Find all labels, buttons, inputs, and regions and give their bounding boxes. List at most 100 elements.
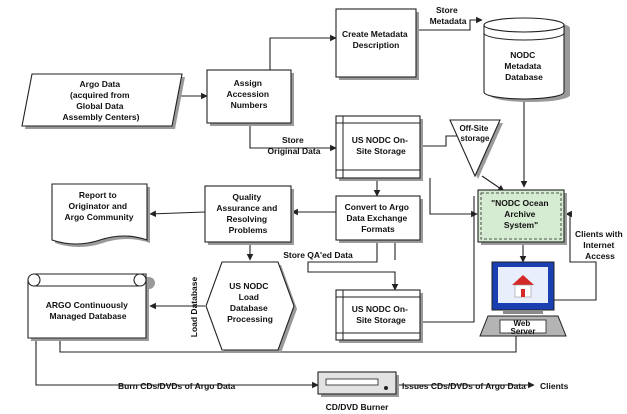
edge-qa-to-report <box>149 210 206 218</box>
convert-line-3: Formats <box>361 224 395 234</box>
svg-text:ARGO Continuously Manage: ARGO Continuously Managed Database <box>46 300 131 321</box>
load-line-2: Load <box>239 292 259 302</box>
create-meta-line-2: Description <box>353 40 400 50</box>
edge-assign-to-onsite1 <box>249 123 337 152</box>
node-ocean-archive-system: "NODC Ocean Archive System" <box>477 189 567 245</box>
svg-text:NODC Metadata Data: NODC Metadata Database <box>504 50 543 82</box>
edge-create-meta-to-db <box>416 16 483 31</box>
assign-line-3: Numbers <box>231 100 268 110</box>
nodc-meta-line-1: NODC <box>510 50 535 60</box>
svg-text:US NODC Load Datab: US NODC Load Database Processing <box>227 281 273 324</box>
node-argo-data: Argo Data (acquired from Global Data Ass… <box>21 73 185 129</box>
assign-line-1: Assign <box>234 78 262 88</box>
argo-db-line-2: Managed Database <box>50 311 127 321</box>
label-store-metadata-1: Store <box>436 5 458 15</box>
node-cd-burner: CD/DVD Burner <box>317 371 399 412</box>
qa-line-4: Problems <box>229 225 268 235</box>
node-create-metadata: Create Metadata Description <box>335 8 419 80</box>
label-clients-web-2: Internet <box>583 240 614 250</box>
edge-labels: Store Metadata Store Original Data Store… <box>118 5 625 391</box>
node-report: Report to Originator and Argo Community <box>51 183 150 247</box>
web-server-line-2: Server <box>511 327 536 336</box>
assign-line-2: Accession <box>227 89 270 99</box>
svg-text:Assign Accession N: Assign Accession Numbers <box>227 78 272 110</box>
argo-data-line-3: Global Data <box>76 101 124 111</box>
node-assign-accession: Assign Accession Numbers <box>206 69 294 126</box>
node-quality-assurance: Quality Assurance and Resolving Problems <box>204 185 294 245</box>
onsite1-line-1: US NODC On- <box>352 135 408 145</box>
label-store-original-1: Store <box>282 135 304 145</box>
svg-text:US NODC On- Site Storage: US NODC On- Site Storage <box>352 135 411 156</box>
onsite2-line-2: Site Storage <box>356 315 406 325</box>
offsite-line-1: Off-Site <box>459 124 488 133</box>
node-convert-formats: Convert to Argo Data Exchange Formats <box>335 195 423 243</box>
offsite-line-2: storage <box>461 134 490 143</box>
nodc-meta-line-2: Metadata <box>504 61 541 71</box>
label-load-database: Load Database <box>189 276 199 337</box>
label-issues: Issues CDs/DVDs of Argo Data <box>402 381 526 391</box>
svg-text:"NODC Ocean Archive: "NODC Ocean Archive System" <box>491 198 551 230</box>
node-load-processing: US NODC Load Database Processing <box>205 261 297 353</box>
node-onsite-storage-2: US NODC On- Site Storage <box>335 289 423 343</box>
qa-line-1: Quality <box>232 192 261 202</box>
report-line-1: Report to <box>79 190 117 200</box>
label-store-qa: Store QA'ed Data <box>283 250 353 260</box>
edge-onsite1-to-archive <box>429 178 478 218</box>
label-burn: Burn CDs/DVDs of Argo Data <box>118 381 236 391</box>
node-onsite-storage-1: US NODC On- Site Storage <box>335 115 423 181</box>
edge-onsite1-to-offsite <box>420 132 465 147</box>
svg-text:Off-Site storage: Off-Site storage <box>459 124 490 143</box>
svg-text:Create Metadata Descript: Create Metadata Description <box>342 29 410 50</box>
svg-text:Argo Data (acquired from: Argo Data (acquired from Global Data Ass… <box>62 79 139 122</box>
nodc-meta-line-3: Database <box>505 72 543 82</box>
label-clients: Clients <box>540 381 569 391</box>
archive-line-2: Archive <box>504 209 535 219</box>
label-store-original-2: Original Data <box>268 146 321 156</box>
edges <box>35 16 597 389</box>
argo-db-line-1: ARGO Continuously <box>46 300 128 310</box>
qa-line-3: Resolving <box>227 214 268 224</box>
load-line-3: Database <box>230 303 268 313</box>
edge-argo-db-to-burner <box>35 340 319 389</box>
archive-line-1: "NODC Ocean <box>491 198 548 208</box>
node-argo-managed-db: ARGO Continuously Managed Database <box>27 273 155 341</box>
svg-text:Report to Originator and: Report to Originator and Argo Community <box>65 190 134 222</box>
create-meta-line-1: Create Metadata <box>342 29 408 39</box>
edge-server-to-clients <box>552 210 597 301</box>
convert-line-1: Convert to Argo <box>345 202 409 212</box>
label-store-metadata-2: Metadata <box>430 16 467 26</box>
edge-offsite-to-archive <box>481 175 505 192</box>
archive-line-3: System" <box>504 220 538 230</box>
svg-text:US NODC On- Site Storage: US NODC On- Site Storage <box>352 304 411 325</box>
report-line-2: Originator and <box>69 201 128 211</box>
qa-line-2: Assurance and <box>216 203 277 213</box>
edge-onsite2-to-offsite <box>420 196 475 323</box>
argo-data-line-1: Argo Data <box>80 79 121 89</box>
load-line-4: Processing <box>227 314 273 324</box>
onsite1-line-2: Site Storage <box>356 146 406 156</box>
argo-data-line-4: Assembly Centers) <box>62 112 139 122</box>
svg-text:Quality Assurance and: Quality Assurance and Resolving Problems <box>216 192 279 235</box>
cd-burner-label: CD/DVD Burner <box>326 402 390 412</box>
svg-text:Convert to Argo Data Exc: Convert to Argo Data Exchange Formats <box>345 202 412 234</box>
svg-text:Store Metadata: Store Metadata <box>430 5 467 26</box>
report-line-3: Argo Community <box>65 212 134 222</box>
edge-argo-db-to-server <box>59 334 517 353</box>
web-server-line-1: Web <box>514 319 531 328</box>
onsite2-line-1: US NODC On- <box>352 304 408 314</box>
label-clients-web-1: Clients with <box>575 229 623 239</box>
svg-text:Store Original Data: Store Original Data <box>268 135 321 156</box>
node-web-server: Web Server <box>479 261 567 337</box>
edge-assign-to-create-meta <box>269 34 337 70</box>
svg-text:Clients with Internet: Clients with Internet Access <box>575 229 625 261</box>
label-clients-web-3: Access <box>585 251 615 261</box>
home-icon <box>512 275 534 298</box>
svg-text:Web Server: Web Server <box>511 319 536 336</box>
node-nodc-metadata-db: NODC Metadata Database <box>483 17 570 102</box>
load-line-1: US NODC <box>229 281 268 291</box>
edge-convert-to-onsite2 <box>307 240 399 291</box>
node-offsite-storage: Off-Site storage <box>449 119 503 179</box>
argo-data-line-2: (acquired from <box>70 90 130 100</box>
convert-line-2: Data Exchange <box>346 213 407 223</box>
